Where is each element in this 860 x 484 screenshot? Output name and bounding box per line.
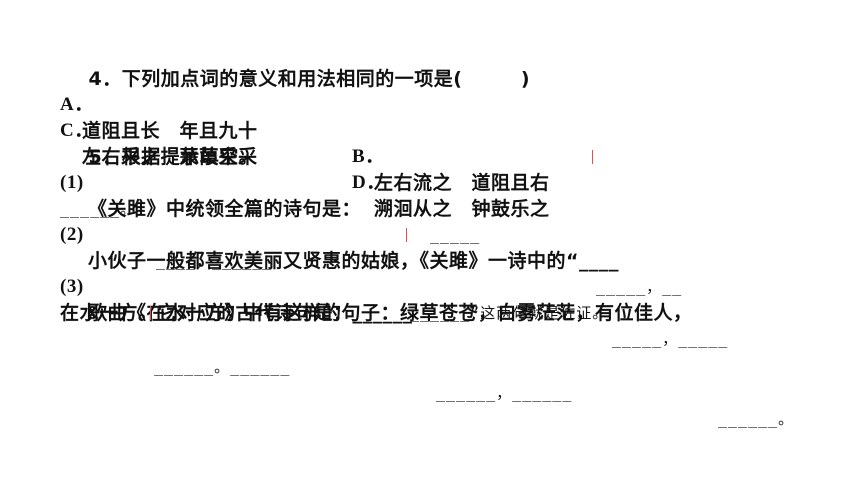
q4-options-ab: A． 道阻且长 年且九十 B． 左右流之 道阻且右 bbox=[60, 66, 549, 222]
part2-blank-1[interactable]: ____，______ bbox=[156, 252, 273, 270]
part3-line2-text: 在水一方。它对应的古代诗句是：______ bbox=[60, 302, 413, 324]
blank-divider-mark bbox=[150, 306, 151, 320]
option-c-label: C． bbox=[60, 120, 94, 141]
option-d-text: 溯洄从之 钟鼓乐之 bbox=[374, 198, 550, 220]
part1-blank-3[interactable]: ______。 bbox=[60, 200, 137, 218]
part2-text: 小伙子一般都喜欢美丽又贤惠的姑娘，《关雎》一诗中的“____ bbox=[88, 250, 619, 272]
option-a-text: 道阻且长 年且九十 bbox=[82, 120, 258, 142]
q4-options-cd: C． 左右采之 蒹葭采采 D． 溯洄从之 钟鼓乐之 bbox=[60, 92, 549, 248]
part2-number: (2) bbox=[60, 224, 84, 245]
option-c-text: 左右采之 蒹葭采采 bbox=[82, 146, 258, 168]
part2-blank-2[interactable]: ______”这两句就是佐证。 bbox=[410, 304, 609, 322]
part3-blank-3[interactable]: ______，______ bbox=[436, 384, 573, 402]
q5-stem: 5．根据提示填空。 bbox=[60, 118, 258, 196]
q5-part2-cont: ____，______ ______”这两句就是佐证。 bbox=[60, 222, 607, 352]
q5-part2: (2) 小伙子一般都喜欢美丽又贤惠的姑娘，《关雎》一诗中的“____ bbox=[60, 196, 619, 300]
q4-stem-text: 4．下列加点词的意义和用法相同的一项是( ) bbox=[88, 68, 531, 90]
q5-part1-cont: ______。 bbox=[60, 170, 135, 248]
part3-blank-4[interactable]: ______。 bbox=[718, 410, 795, 428]
part1-number: (1) bbox=[60, 172, 84, 193]
blank-divider-mark bbox=[406, 228, 407, 242]
q5-part3: (3) 歌曲《在水一方》中有这样的句子：绿草苍苍，白雾茫茫，有位佳人， bbox=[60, 248, 692, 352]
q5-part3-line2: 在水一方。它对应的古代诗句是：______ _____，_____ bbox=[60, 274, 727, 378]
part3-blank-2[interactable]: ______。______ bbox=[154, 358, 291, 376]
option-d-label: D． bbox=[352, 172, 386, 193]
part1-blank-1[interactable]: _____ bbox=[430, 226, 481, 244]
q5-stem-text: 5．根据提示填空。 bbox=[88, 146, 259, 168]
option-a-label: A． bbox=[60, 94, 94, 115]
part3-number: (3) bbox=[60, 276, 84, 297]
q5-part1: (1) 《关雎》中统领全篇的诗句是： _____ _____，__ bbox=[60, 144, 681, 326]
option-b-text: 左右流之 道阻且右 bbox=[374, 172, 550, 194]
q4-stem: 4．下列加点词的意义和用法相同的一项是( ) bbox=[60, 40, 530, 118]
part3-blank-1[interactable]: _____，_____ bbox=[612, 330, 729, 348]
part3-text: 歌曲《在水一方》中有这样的句子：绿草苍苍，白雾茫茫，有位佳人， bbox=[88, 302, 693, 324]
part1-blank-2[interactable]: _____，__ bbox=[596, 278, 683, 296]
option-b-label: B． bbox=[352, 146, 385, 167]
q5-part3-line3: ______。______ ______，______ ______。 bbox=[60, 302, 793, 458]
blank-divider-mark bbox=[592, 150, 593, 164]
part1-text: 《关雎》中统领全篇的诗句是： bbox=[88, 198, 362, 220]
